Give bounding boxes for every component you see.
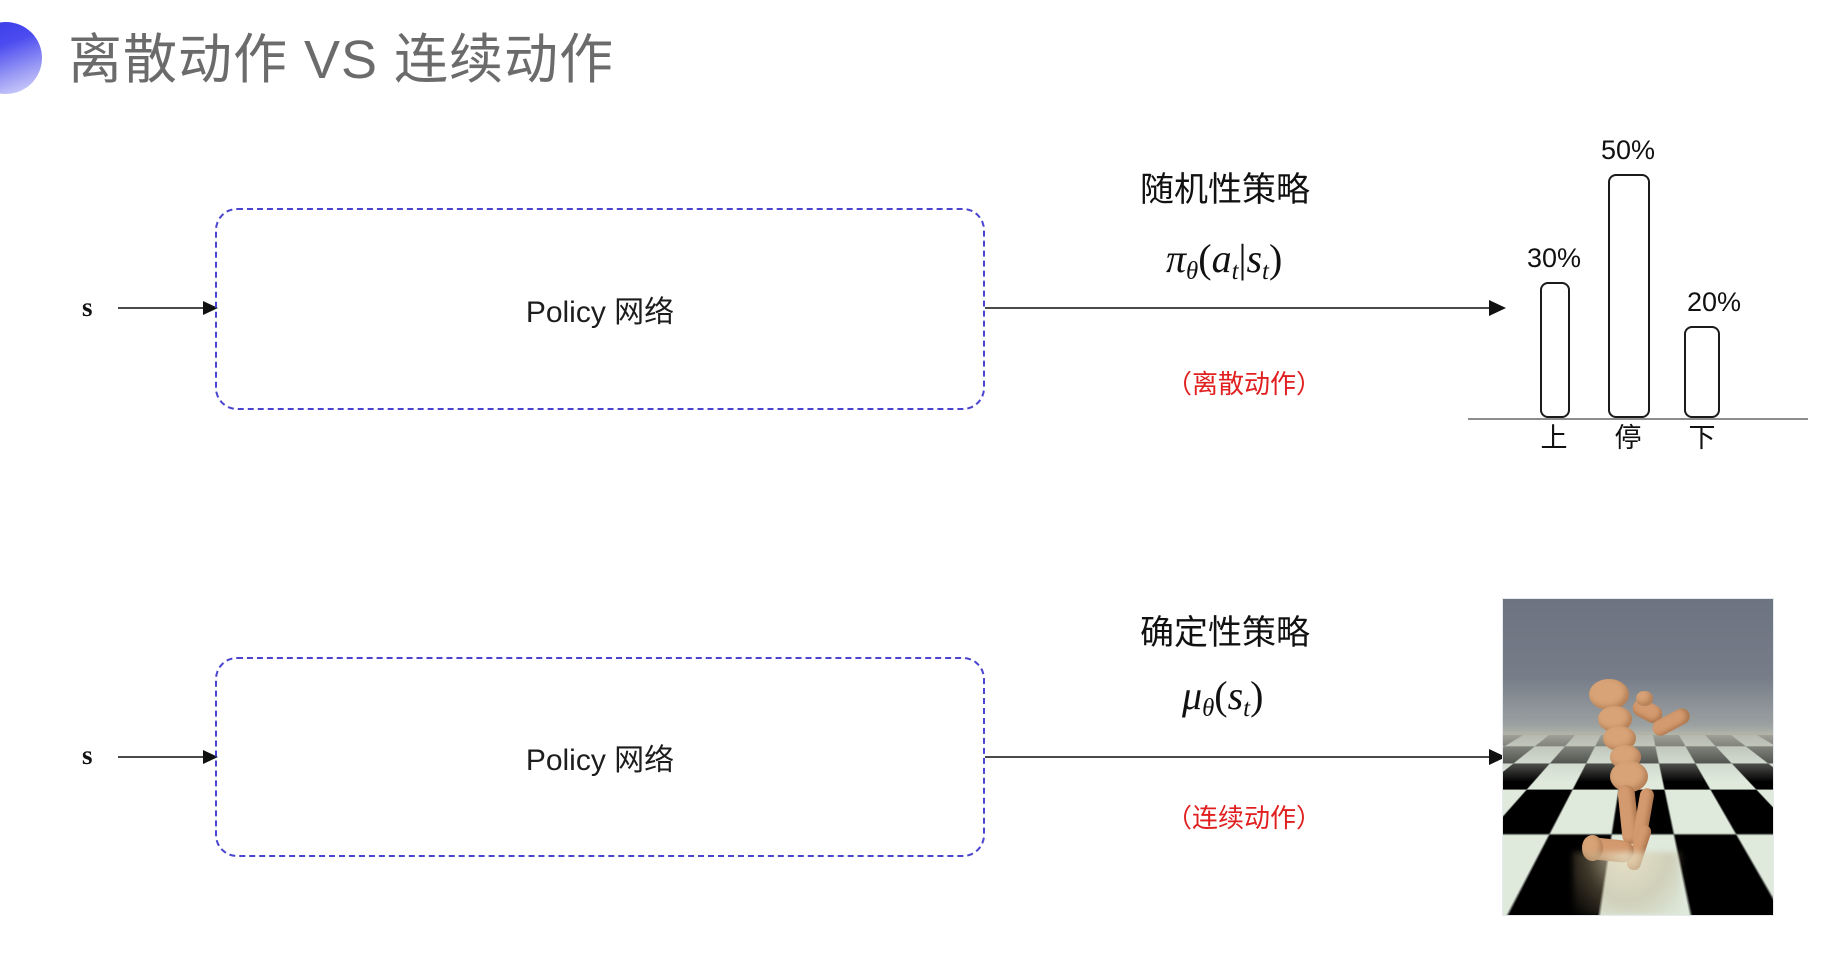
formula-close-paren-2: ) <box>1250 673 1263 718</box>
bar-value-1: 50% <box>1588 135 1668 166</box>
formula-close-paren: ) <box>1269 236 1282 281</box>
bar-group-2: 20% 下 <box>1676 98 1726 418</box>
formula-theta-sub-2: θ <box>1202 695 1214 722</box>
continuous-action-note: （连续动作） <box>1166 798 1322 835</box>
policy-network-label-discrete: Policy 网络 <box>217 287 983 331</box>
output-arrow-continuous <box>985 756 1503 758</box>
humanoid-head <box>1589 679 1629 710</box>
humanoid-hand <box>1636 691 1653 707</box>
formula-action: a <box>1212 236 1232 281</box>
discrete-action-note: （离散动作） <box>1166 364 1322 401</box>
action-probability-bar-chart: 30% 上 50% 停 20% 下 <box>1468 100 1808 420</box>
formula-state: s <box>1246 236 1262 281</box>
policy-network-box-continuous[interactable]: Policy 网络 <box>215 657 985 857</box>
bar-group-0: 30% 上 <box>1532 98 1576 418</box>
output-arrow-discrete <box>985 307 1503 309</box>
bar-value-0: 30% <box>1514 243 1594 274</box>
formula-state-sub: t <box>1262 258 1269 285</box>
formula-mu: μ <box>1182 673 1202 718</box>
policy-network-box-discrete[interactable]: Policy 网络 <box>215 208 985 410</box>
formula-state-2: s <box>1228 673 1244 718</box>
bar-rect-2 <box>1684 326 1720 418</box>
policy-network-label-continuous: Policy 网络 <box>217 735 983 779</box>
humanoid-simulation-image <box>1502 598 1774 916</box>
formula-open-paren: ( <box>1198 236 1211 281</box>
deterministic-policy-label: 确定性策略 <box>1140 605 1310 654</box>
discrete-action-row: s Policy 网络 随机性策略 πθ(at|st) （离散动作） 30% 上… <box>0 0 1846 500</box>
bar-value-2: 20% <box>1674 287 1754 318</box>
bar-rect-0 <box>1540 282 1570 418</box>
formula-pi: π <box>1166 236 1186 281</box>
formula-open-paren-2: ( <box>1214 673 1227 718</box>
deterministic-policy-formula: μθ(st) <box>1182 672 1263 723</box>
floor-reflection <box>1573 852 1681 915</box>
bar-group-1: 50% 停 <box>1600 98 1658 418</box>
humanoid-body <box>1584 675 1703 871</box>
stochastic-policy-label: 随机性策略 <box>1140 162 1310 211</box>
input-state-label-discrete: s <box>82 292 93 323</box>
input-arrow-discrete <box>118 307 216 309</box>
input-arrow-continuous <box>118 756 216 758</box>
bar-rect-1 <box>1608 174 1650 418</box>
stochastic-policy-formula: πθ(at|st) <box>1166 235 1282 286</box>
input-state-label-continuous: s <box>82 740 93 771</box>
formula-theta-sub: θ <box>1186 258 1198 285</box>
